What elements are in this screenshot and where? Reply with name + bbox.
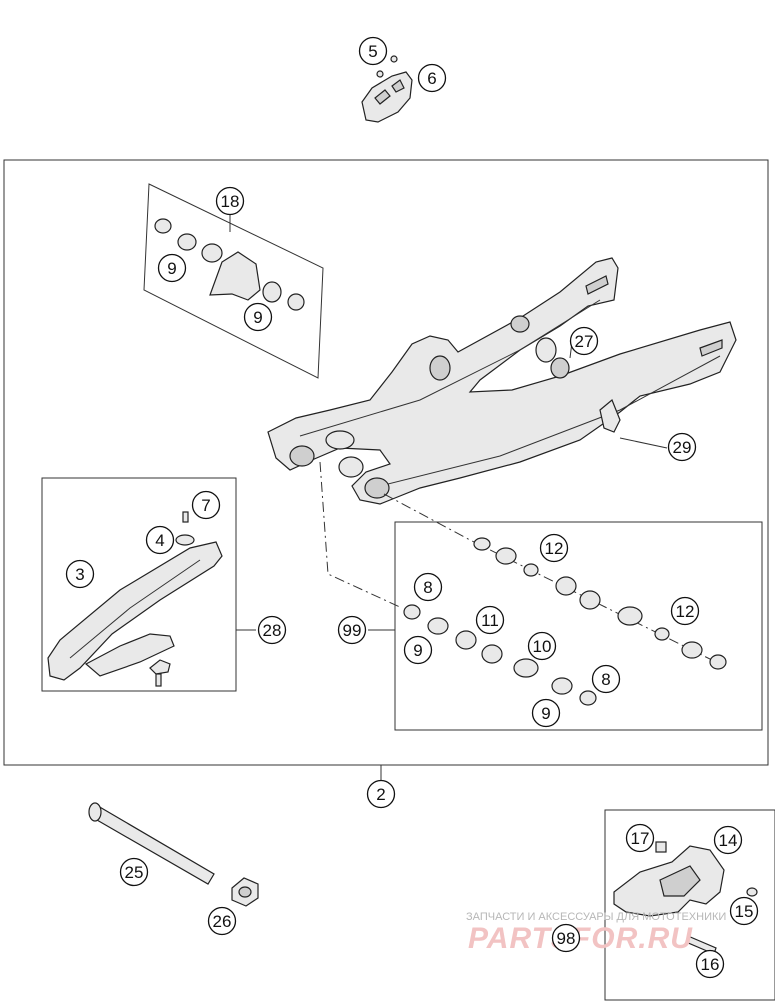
callout-circle <box>729 896 759 926</box>
callout-circle <box>417 63 447 93</box>
callout-number: 27 <box>575 332 594 351</box>
callout-5: 5 <box>358 36 388 66</box>
swingarm-assembly-frame <box>3 159 769 766</box>
callout-9: 9 <box>243 302 273 332</box>
callout-circle <box>695 949 725 979</box>
callout-circle <box>403 635 433 665</box>
callout-circle <box>145 525 175 555</box>
callout-circle <box>591 664 621 694</box>
callout-number: 9 <box>253 308 262 327</box>
callout-29: 29 <box>667 432 697 462</box>
callout-number: 7 <box>201 496 210 515</box>
axis-line-left <box>319 461 403 609</box>
callout-circle <box>358 36 388 66</box>
callout-circle <box>337 615 367 645</box>
callout-number: 15 <box>735 902 754 921</box>
callout-circle <box>475 605 505 635</box>
callout-number: 99 <box>343 621 362 640</box>
callout-26: 26 <box>207 906 237 936</box>
callout-3: 3 <box>65 559 95 589</box>
callout-2: 2 <box>366 779 396 809</box>
callout-circle <box>215 186 245 216</box>
callout-9: 9 <box>531 698 561 728</box>
callout-circle <box>366 779 396 809</box>
callout-number: 8 <box>601 670 610 689</box>
callout-98: 98 <box>551 923 581 953</box>
callout-15: 15 <box>729 896 759 926</box>
callout-18: 18 <box>215 186 245 216</box>
swingarm-axle-part <box>88 802 215 885</box>
callout-circle <box>670 596 700 626</box>
callout-number: 29 <box>673 438 692 457</box>
callout-27: 27 <box>569 326 599 356</box>
watermark-brand: PARTSFOR.RU <box>468 922 693 955</box>
callout-9: 9 <box>157 253 187 283</box>
callout-number: 28 <box>263 621 282 640</box>
callout-number: 9 <box>413 641 422 660</box>
callout-number: 6 <box>427 69 436 88</box>
callout-7: 7 <box>191 490 221 520</box>
callout-8: 8 <box>591 664 621 694</box>
callout-circle <box>191 490 221 520</box>
callout-8: 8 <box>413 572 443 602</box>
callout-14: 14 <box>713 825 743 855</box>
bearing-kit-18-box <box>143 183 324 379</box>
callout-number: 16 <box>701 955 720 974</box>
callout-circle <box>625 823 655 853</box>
callout-4: 4 <box>145 525 175 555</box>
callout-circle <box>243 302 273 332</box>
axle-nut-part <box>231 877 259 907</box>
callout-number: 98 <box>557 929 576 948</box>
callout-number: 17 <box>631 829 650 848</box>
callout-12: 12 <box>670 596 700 626</box>
callout-number: 11 <box>481 611 499 630</box>
callout-number: 9 <box>541 704 550 723</box>
callout-17: 17 <box>625 823 655 853</box>
callout-number: 18 <box>221 192 240 211</box>
callout-circle <box>157 253 187 283</box>
chain-slider-guide-part <box>361 55 413 123</box>
callout-circle <box>527 631 557 661</box>
chain-guide-box <box>604 809 775 1001</box>
callout-number: 25 <box>125 863 144 882</box>
callout-number: 3 <box>75 565 84 584</box>
callout-number: 2 <box>376 785 385 804</box>
callout-circle <box>531 698 561 728</box>
callout-circle <box>413 572 443 602</box>
callout-circle <box>207 906 237 936</box>
callout-number: 4 <box>155 531 164 550</box>
callout-number: 10 <box>533 637 552 656</box>
callout-10: 10 <box>527 631 557 661</box>
callout-circle <box>257 615 287 645</box>
callout-circle <box>713 825 743 855</box>
callout-99: 99 <box>337 615 367 645</box>
callout-number: 14 <box>719 831 738 850</box>
callout-number: 9 <box>167 259 176 278</box>
callout-circle <box>539 533 569 563</box>
callout-circle <box>119 857 149 887</box>
callout-16: 16 <box>695 949 725 979</box>
callout-6: 6 <box>417 63 447 93</box>
watermark-tagline: ЗАПЧАСТИ И АКСЕССУАРЫ ДЛЯ МОТОТЕХНИКИ <box>466 911 726 923</box>
bearing-set-99-box <box>368 521 763 731</box>
callout-circle <box>65 559 95 589</box>
callout-28: 28 <box>257 615 287 645</box>
callout-number: 26 <box>213 912 232 931</box>
callout-number: 5 <box>368 42 377 61</box>
callout-9: 9 <box>403 635 433 665</box>
callout-number: 12 <box>545 539 564 558</box>
callout-11: 11 <box>475 605 505 635</box>
callout-12: 12 <box>539 533 569 563</box>
callout-circle <box>667 432 697 462</box>
callout-circle <box>569 326 599 356</box>
callout-number: 12 <box>676 602 695 621</box>
chain-slider-28-box <box>41 477 256 692</box>
callout-number: 8 <box>423 578 432 597</box>
callout-circle <box>551 923 581 953</box>
callout-25: 25 <box>119 857 149 887</box>
swingarm-body <box>267 257 737 505</box>
